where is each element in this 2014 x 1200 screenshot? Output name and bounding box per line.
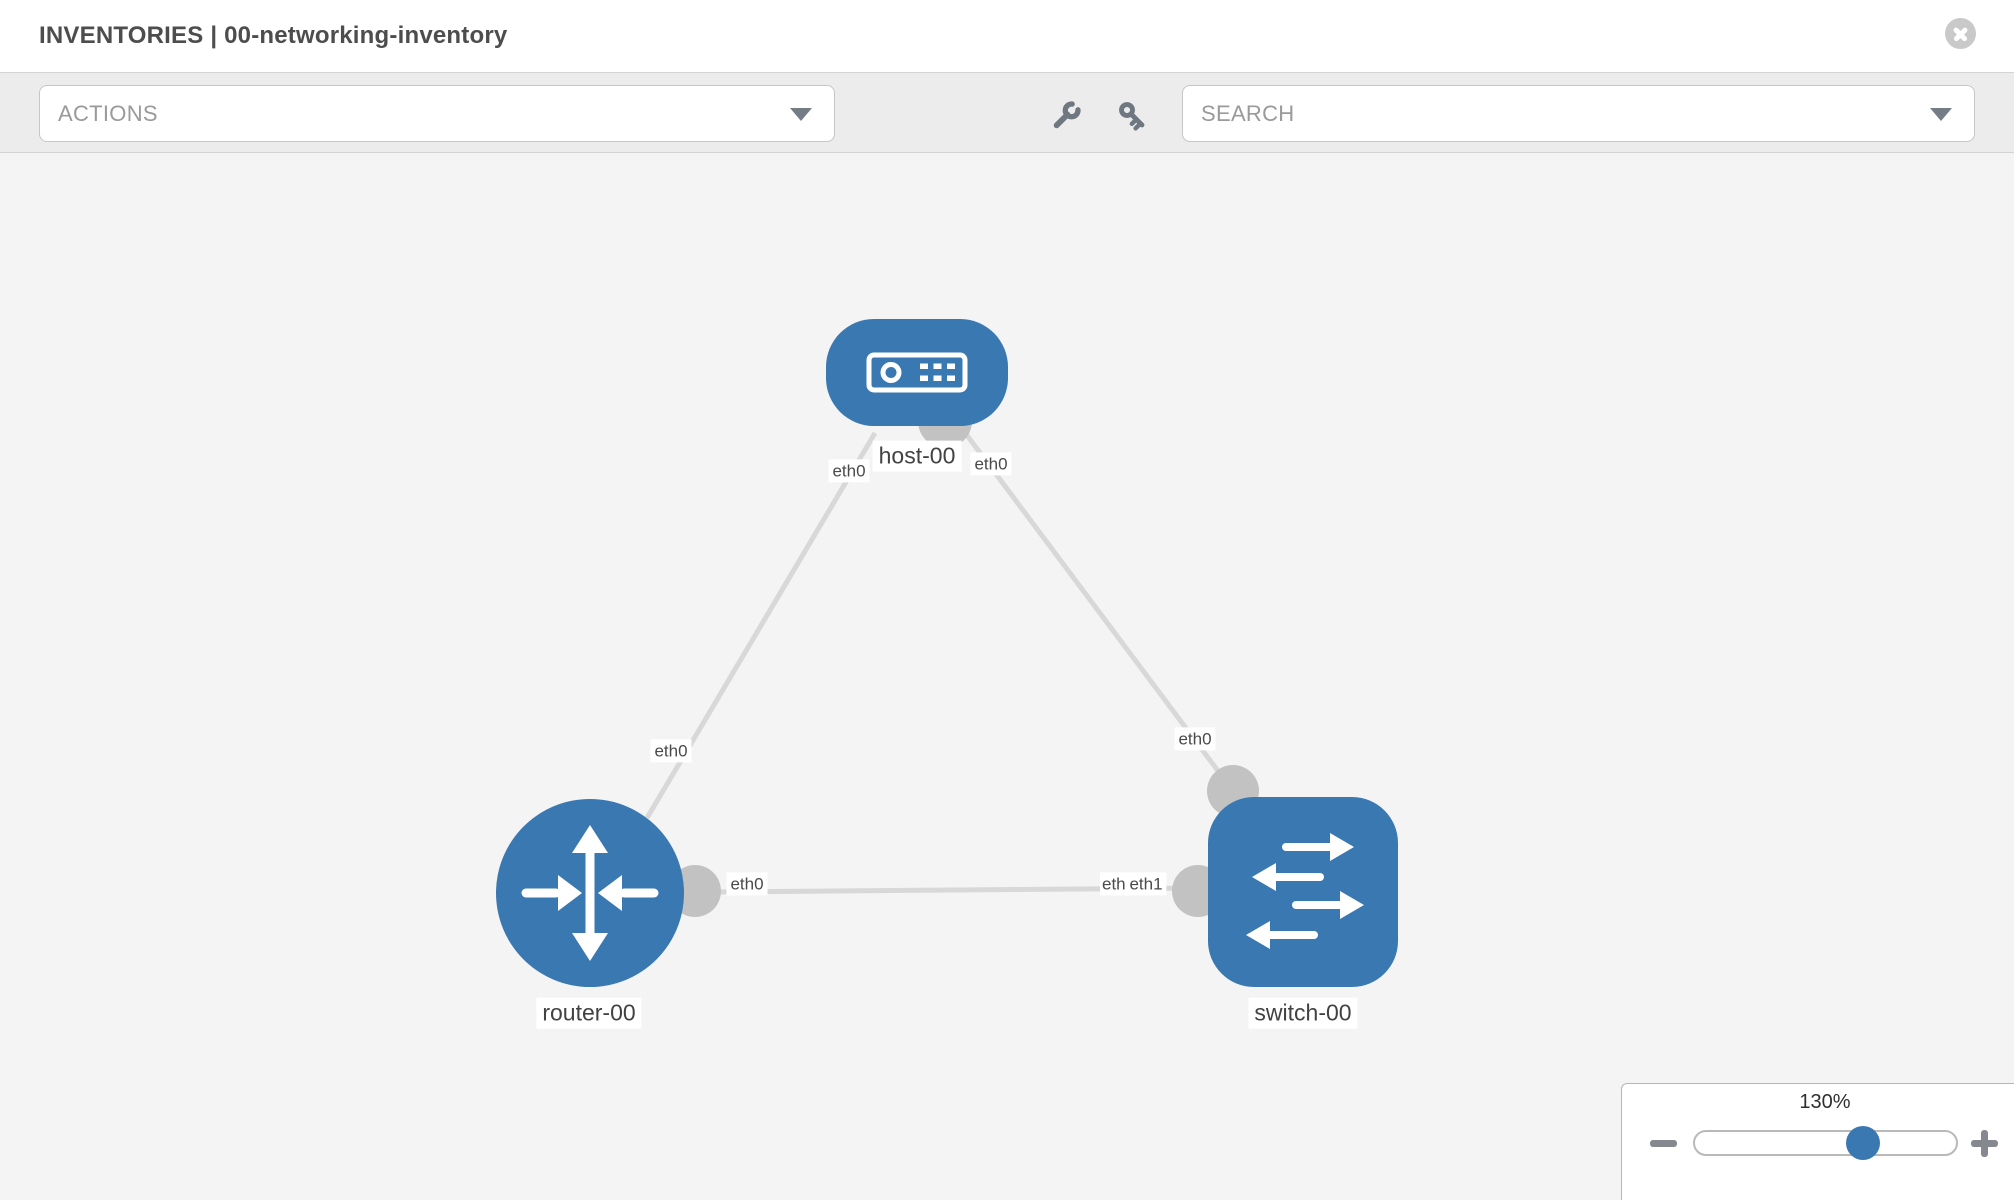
node-label-switch-00: switch-00 [1248, 997, 1358, 1029]
node-label-router-00: router-00 [536, 997, 642, 1029]
zoom-in-plus-icon[interactable] [1971, 1130, 1998, 1157]
interface-label-eth1: eth1 [1125, 872, 1167, 896]
interface-label-eth0: eth0 [1174, 727, 1216, 751]
interface-label-eth0: eth0 [828, 459, 870, 483]
switch-icon [1246, 833, 1364, 949]
interface-label-eth0: eth0 [726, 872, 768, 896]
actions-dropdown[interactable]: ACTIONS [39, 85, 835, 142]
topology-canvas[interactable]: host-00 eth0 eth0 eth0 eth0 eth0 eth1 et… [0, 153, 2014, 1200]
key-icon[interactable] [1115, 98, 1151, 134]
interface-label-eth1-clipped: eth1 [1100, 872, 1128, 896]
toolbar: ACTIONS SEARCH [0, 72, 2014, 153]
wrench-icon[interactable] [1048, 98, 1084, 134]
search-dropdown[interactable]: SEARCH [1182, 85, 1975, 142]
close-icon [1945, 18, 1976, 49]
router-icon [521, 825, 659, 961]
zoom-slider-handle[interactable] [1846, 1126, 1880, 1160]
interface-label-eth0: eth0 [970, 452, 1012, 476]
actions-dropdown-label: ACTIONS [58, 100, 158, 126]
node-switch-00[interactable] [1208, 797, 1398, 987]
zoom-out-minus-icon[interactable] [1650, 1140, 1677, 1147]
node-host-00[interactable] [826, 319, 1008, 426]
chevron-down-icon [790, 108, 812, 121]
host-icon [866, 352, 968, 393]
node-router-00[interactable] [496, 799, 684, 987]
zoom-control-panel: 130% [1621, 1083, 2014, 1200]
close-button[interactable] [1945, 18, 1976, 49]
topology-graph [496, 319, 1398, 987]
zoom-slider-track[interactable] [1693, 1130, 1958, 1156]
zoom-level-label: 130% [1799, 1091, 1851, 1113]
search-dropdown-label: SEARCH [1201, 100, 1295, 126]
chevron-down-icon [1930, 108, 1952, 121]
page-title: INVENTORIES | 00-networking-inventory [39, 22, 508, 49]
interface-label-eth0: eth0 [650, 739, 692, 763]
header: INVENTORIES | 00-networking-inventory [0, 0, 2014, 72]
node-label-host-00: host-00 [872, 440, 962, 472]
